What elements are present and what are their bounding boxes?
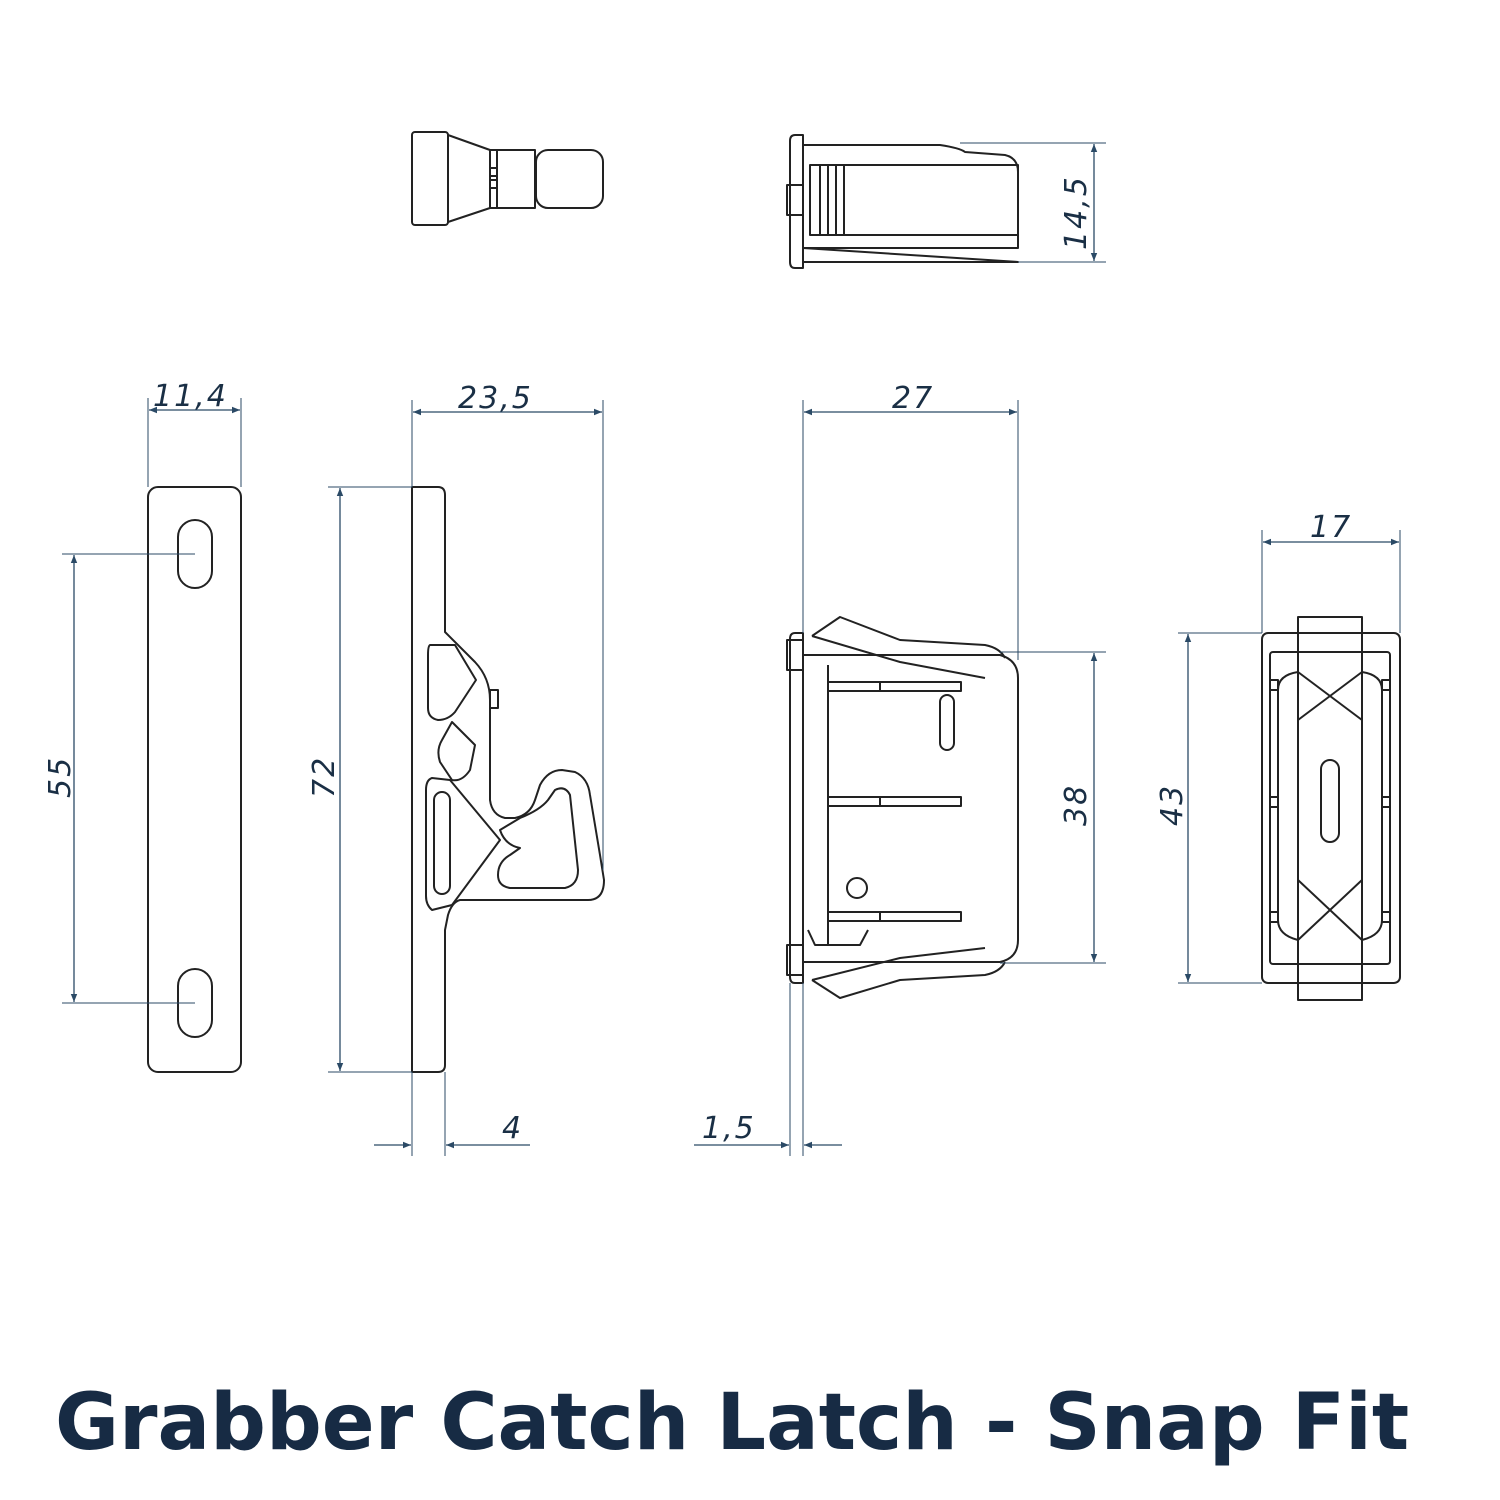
dim-body-depth-text: 27 <box>892 381 934 416</box>
dim-strike-hole-spacing-text: 55 <box>43 756 78 798</box>
dim-catch-depth: 23,5 <box>411 381 604 870</box>
dim-plate-thickness: 4 <box>374 1072 530 1156</box>
catch-side-view <box>411 486 605 1073</box>
latch-end-view <box>1261 616 1401 1001</box>
strike-plate <box>147 486 242 1073</box>
dim-top-height: 14,5 <box>960 142 1106 263</box>
dim-flange-thickness: 1,5 <box>694 983 842 1156</box>
dim-strike-width-text: 11,4 <box>153 379 228 414</box>
latch-body-view <box>786 616 1019 999</box>
dim-end-width-text: 17 <box>1310 510 1352 545</box>
dim-flange-thickness-text: 1,5 <box>702 1111 756 1146</box>
dim-body-height-text: 38 <box>1059 784 1094 826</box>
dim-end-height-text: 43 <box>1155 784 1190 826</box>
dim-body-height: 38 <box>1000 651 1106 964</box>
dim-strike-hole-spacing: 55 <box>43 553 195 1004</box>
dim-top-height-text: 14,5 <box>1059 175 1094 250</box>
dim-end-width: 17 <box>1261 510 1401 633</box>
dim-body-depth: 27 <box>802 381 1019 660</box>
dim-catch-height-text: 72 <box>307 756 342 798</box>
latch-plan-view <box>411 131 604 226</box>
dim-plate-thickness-text: 4 <box>502 1111 523 1146</box>
dim-strike-width: 11,4 <box>147 379 242 487</box>
dim-catch-depth-text: 23,5 <box>458 381 533 416</box>
page-title: Grabber Catch Latch - Snap Fit <box>55 1378 1410 1468</box>
dim-end-height: 43 <box>1155 632 1262 984</box>
latch-top-view <box>786 134 1019 269</box>
dim-catch-height: 72 <box>307 486 412 1073</box>
